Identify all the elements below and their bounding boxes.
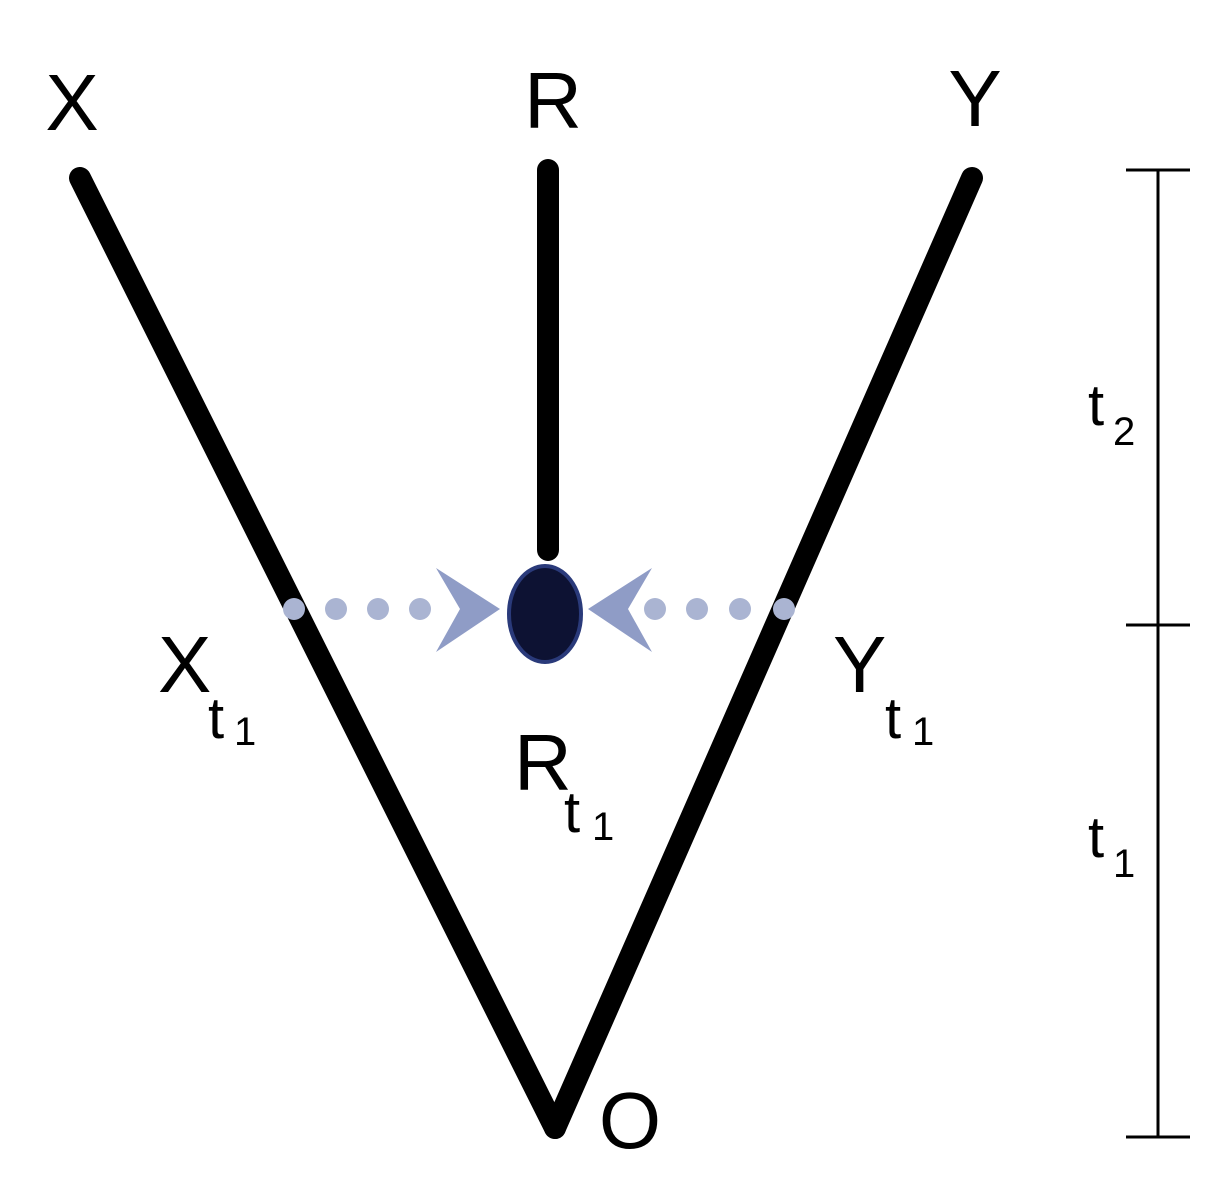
label-x-t1-base: X: [158, 620, 211, 709]
dot: [686, 598, 708, 620]
label-y-t1-subsub: 1: [912, 710, 934, 754]
label-y-t1-base: Y: [833, 620, 886, 709]
arrow-from-y: [588, 568, 795, 652]
arrow-from-x: [283, 568, 500, 652]
dot: [409, 598, 431, 620]
dot: [729, 598, 751, 620]
branch-y: [544, 167, 983, 1139]
label-x-t1-sub: t: [208, 686, 224, 751]
scale-label-t2-sub: 2: [1113, 410, 1135, 454]
dot: [325, 598, 347, 620]
dot: [773, 598, 795, 620]
label-r-t1-subsub: 1: [592, 805, 614, 849]
label-r-t1-sub: t: [564, 780, 580, 845]
label-r: R: [524, 56, 582, 145]
scale-label-t2-base: t: [1088, 373, 1104, 438]
label-r-t1: R t 1: [514, 718, 614, 849]
arrowhead-left-icon: [588, 568, 652, 652]
scale-label-t1-sub: 1: [1113, 842, 1135, 886]
label-x: X: [45, 58, 98, 147]
r-node: [507, 564, 583, 664]
arrowhead-right-icon: [436, 568, 500, 652]
label-r-t1-base: R: [514, 718, 572, 807]
branch-x: [69, 167, 566, 1139]
label-x-t1-subsub: 1: [234, 710, 256, 754]
label-y-t1-sub: t: [885, 686, 901, 751]
dot: [367, 598, 389, 620]
dot: [644, 598, 666, 620]
label-x-t1: X t 1: [158, 620, 256, 754]
label-o: O: [599, 1076, 661, 1165]
dot: [283, 598, 305, 620]
time-scale: t 2 t 1: [1088, 168, 1190, 1139]
label-y: Y: [948, 54, 1001, 143]
label-y-t1: Y t 1: [833, 620, 934, 754]
scale-label-t1-base: t: [1088, 805, 1104, 870]
